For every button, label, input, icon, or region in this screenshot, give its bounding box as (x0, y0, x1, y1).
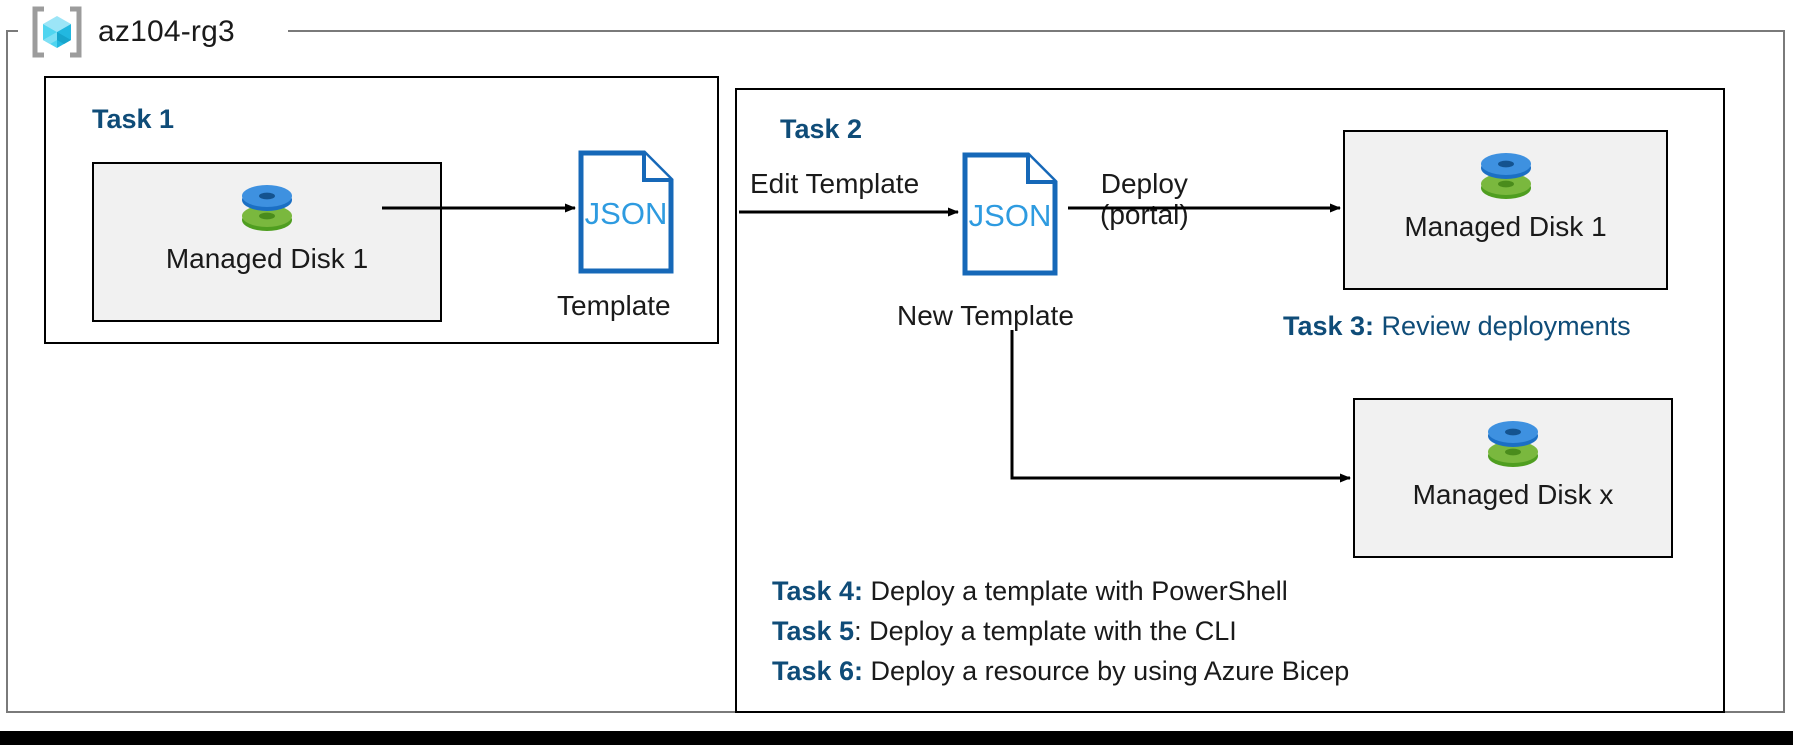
managed-disk-1-box-task1: Managed Disk 1 (92, 162, 442, 322)
task-6-note: Task 6: Deploy a resource by using Azure… (772, 658, 1349, 685)
deploy-arrow-label: Deploy (portal) (1100, 168, 1189, 231)
template-caption: Template (557, 290, 671, 321)
managed-disk-icon (1480, 153, 1531, 199)
new-template-caption: New Template (897, 300, 1074, 331)
task-4-text: Deploy a template with PowerShell (863, 576, 1288, 606)
json-document-icon-template: JSON (578, 150, 674, 274)
deploy-arrow-label-line1: Deploy (1100, 168, 1188, 199)
azure-resource-group-icon (32, 6, 82, 58)
bottom-strip (0, 731, 1793, 745)
task-5-text: Deploy a template with the CLI (861, 616, 1237, 646)
task-3-text: Review deployments (1374, 311, 1631, 341)
managed-disk-1-label-task1: Managed Disk 1 (165, 243, 369, 274)
resource-group-name: az104-rg3 (98, 15, 235, 48)
task-1-heading: Task 1 (92, 104, 175, 134)
task-4-note: Task 4: Deploy a template with PowerShel… (772, 578, 1288, 605)
managed-disk-x-box: Managed Disk x (1353, 398, 1673, 558)
managed-disk-x-label: Managed Disk x (1412, 479, 1614, 510)
edit-template-arrow-label: Edit Template (750, 168, 920, 199)
task-3-tag: Task 3: (1283, 311, 1375, 341)
managed-disk-icon (1488, 421, 1538, 467)
task-4-tag: Task 4: (772, 576, 864, 606)
task-3-note: Task 3: Review deployments (1283, 313, 1631, 340)
deploy-arrow-label-line2: (portal) (1100, 199, 1189, 231)
json-doc-text-new-template: JSON (969, 198, 1052, 233)
managed-disk-1-label-task2: Managed Disk 1 (1404, 211, 1607, 242)
resource-group-title: az104-rg3 (30, 4, 235, 60)
managed-disk-icon (242, 185, 292, 231)
task-6-tag: Task 6: (772, 656, 864, 686)
task-5-note: Task 5: Deploy a template with the CLI (772, 618, 1237, 645)
task-2-heading: Task 2 (780, 114, 863, 144)
json-doc-text-template: JSON (585, 196, 668, 231)
json-document-icon-new-template: JSON (962, 152, 1058, 276)
managed-disk-1-box-task2: Managed Disk 1 (1343, 130, 1668, 290)
task-6-text: Deploy a resource by using Azure Bicep (863, 656, 1350, 686)
task-5-colon: : (854, 616, 862, 646)
task-5-tag: Task 5 (772, 616, 855, 646)
